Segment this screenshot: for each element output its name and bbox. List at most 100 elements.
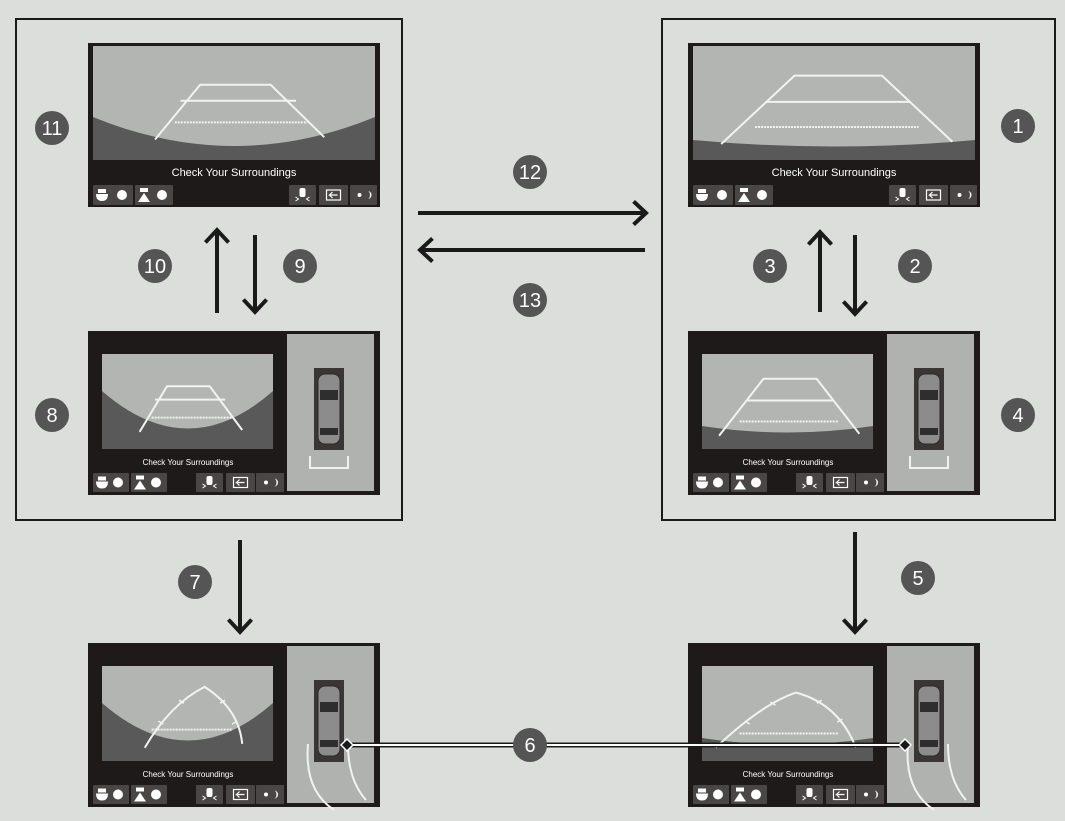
view-switch-button[interactable]: [826, 785, 855, 804]
step-badge-6: 6: [513, 728, 547, 762]
icon-part: [96, 793, 108, 801]
brightness-button[interactable]: [950, 185, 977, 205]
night-mode-icon: [274, 478, 278, 487]
step-badge-circle: [513, 728, 547, 762]
caution-message: Check Your Surroundings: [143, 458, 234, 467]
view-switch-button[interactable]: [826, 473, 855, 492]
rear-sensor-button[interactable]: [135, 185, 173, 205]
icon-part: [696, 194, 708, 201]
icon-part: [734, 480, 746, 490]
rear-sensor-icon: [134, 475, 146, 490]
brightness-button[interactable]: [856, 473, 884, 492]
top-view-button[interactable]: [796, 785, 823, 804]
sensor-status-icon: [751, 477, 761, 488]
rear-sensor-button[interactable]: [731, 785, 767, 804]
caution-message: Check Your Surroundings: [743, 458, 834, 467]
brightness-button[interactable]: [256, 473, 284, 492]
connector-6: [339, 737, 913, 753]
step-badge-10: 10: [138, 249, 172, 283]
icon-part: [98, 788, 106, 793]
icon-part: [738, 193, 750, 202]
arrow-2-down: [841, 235, 869, 317]
car-windshield: [320, 390, 338, 400]
front-sensor-button[interactable]: [93, 185, 133, 205]
front-sensor-icon: [696, 476, 708, 489]
guide-tick: [231, 720, 238, 725]
arrow-box-icon: [232, 476, 249, 489]
arrow-left-icon: [235, 791, 245, 798]
car-top-view: [914, 368, 944, 450]
arrow-box-icon: [832, 476, 849, 489]
guide-tick: [178, 699, 185, 704]
step-badge-8: 8: [35, 398, 69, 432]
night-mode-icon: [874, 478, 878, 487]
rear-sensor-button[interactable]: [131, 473, 167, 492]
camera-view: [102, 666, 273, 761]
car-rear-window: [920, 740, 938, 747]
arrow-left-icon: [235, 479, 245, 486]
button-background: [856, 785, 884, 804]
guide-lines: [138, 385, 244, 433]
guide-lines: [718, 377, 861, 437]
top-view-button[interactable]: [196, 473, 223, 492]
step-badge-circle: [178, 565, 212, 599]
arrow-head: [226, 618, 254, 635]
front-sensor-button[interactable]: [93, 785, 129, 804]
arrow-head: [417, 236, 434, 264]
front-sensor-button[interactable]: [93, 473, 129, 492]
caution-message: Check Your Surroundings: [143, 770, 234, 779]
step-number: 1: [1012, 116, 1023, 138]
step-badge-5: 5: [901, 561, 935, 595]
front-sensor-button[interactable]: [693, 473, 729, 492]
rear-sensor-button[interactable]: [735, 185, 773, 205]
step-badge-11: 11: [35, 111, 69, 145]
car-top-view-icon: [202, 476, 217, 489]
sensor-status-icon: [157, 190, 167, 200]
arrow-10-up: [203, 227, 231, 313]
front-sensor-icon: [96, 788, 108, 801]
sensor-status-icon: [717, 190, 727, 200]
button-background: [856, 473, 884, 492]
sensor-status-icon: [113, 477, 123, 488]
step-number: 3: [764, 256, 775, 278]
caution-message: Check Your Surroundings: [172, 167, 297, 179]
view-switch-button[interactable]: [919, 185, 948, 205]
rear-sensor-button[interactable]: [131, 785, 167, 804]
car-top-view-icon: [895, 188, 910, 202]
arrow-box-icon: [325, 189, 342, 201]
top-view-button[interactable]: [889, 185, 916, 205]
icon-part: [98, 476, 106, 481]
icon-part: [136, 475, 144, 480]
view-switch-button[interactable]: [226, 473, 255, 492]
brightness-icon: [357, 193, 362, 197]
front-sensor-button[interactable]: [693, 185, 733, 205]
front-sensor-button[interactable]: [693, 785, 729, 804]
arrow-left-icon: [328, 191, 338, 199]
sensor-status-icon: [151, 789, 161, 800]
button-background: [950, 185, 977, 205]
arrow-box-icon: [925, 189, 942, 201]
top-view-button[interactable]: [196, 785, 223, 804]
rear-sensor-icon: [134, 787, 146, 802]
brightness-button[interactable]: [856, 785, 884, 804]
top-view-button[interactable]: [289, 185, 316, 205]
step-badge-9: 9: [283, 249, 317, 283]
icon-part: [138, 193, 150, 202]
top-view-button[interactable]: [796, 473, 823, 492]
guide-tick: [219, 699, 226, 704]
icon-part: [96, 481, 108, 489]
brightness-icon: [264, 792, 268, 797]
brightness-icon: [957, 193, 962, 197]
rear-sensor-button[interactable]: [731, 473, 767, 492]
icon-part: [740, 188, 748, 192]
icon-part: [802, 483, 817, 489]
brightness-button[interactable]: [256, 785, 284, 804]
view-switch-button[interactable]: [319, 185, 348, 205]
icon-part: [806, 788, 813, 797]
car-top-view-icon: [802, 476, 817, 489]
brightness-button[interactable]: [350, 185, 377, 205]
view-switch-button[interactable]: [226, 785, 255, 804]
button-background: [256, 473, 284, 492]
camera-view: [102, 354, 273, 449]
